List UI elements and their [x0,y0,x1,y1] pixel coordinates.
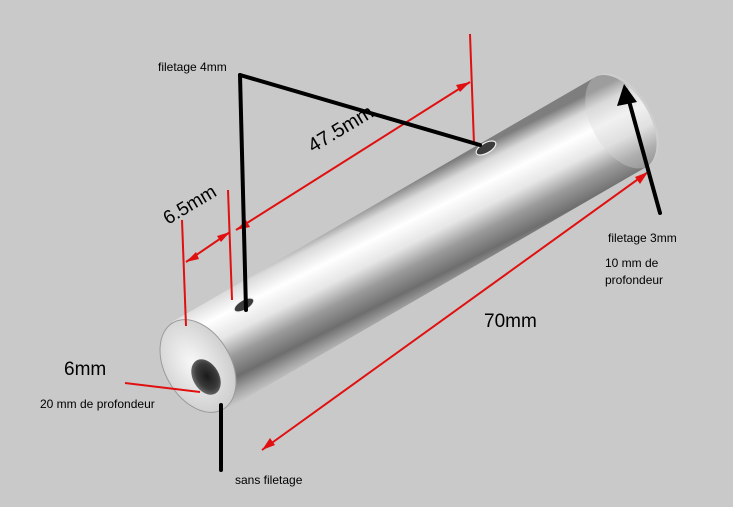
arrowhead [456,82,470,92]
arrowhead-thread-3mm [617,84,637,106]
arrowhead [217,232,230,242]
side-hole-right [475,140,497,156]
label-no-thread: sans filetage [235,473,303,487]
label-thread-3mm: filetage 3mm [608,231,677,245]
leader-thread-4mm-left [238,73,248,312]
ext-line-47-5-right [469,33,475,145]
ext-line-6-5-right [227,189,233,301]
arrowhead [186,252,199,262]
bore-hole [191,359,221,395]
leader-thread-3mm [624,88,662,215]
dim-line-47-5 [235,81,471,231]
tube-body [172,75,657,412]
label-70mm: 70mm [484,311,537,332]
label-47-5mm: 47.5mm [304,101,377,157]
label-thread-4mm: filetage 4mm [158,60,227,74]
ext-line-6-5-left [181,219,187,327]
arrowhead [262,438,275,450]
label-6mm: 6mm [64,359,106,380]
leader-thread-4mm-top [238,73,482,147]
bore-6mm-leader [124,382,201,393]
label-depth-20mm: 20 mm de profondeur [40,397,155,411]
dim-line-70 [261,171,649,451]
label-depth-10mm-line2: profondeur [605,273,663,287]
arrowhead [635,172,648,184]
tube [159,73,659,413]
label-6-5mm: 6.5mm [160,181,221,229]
label-depth-10mm-line1: 10 mm de [605,256,659,270]
